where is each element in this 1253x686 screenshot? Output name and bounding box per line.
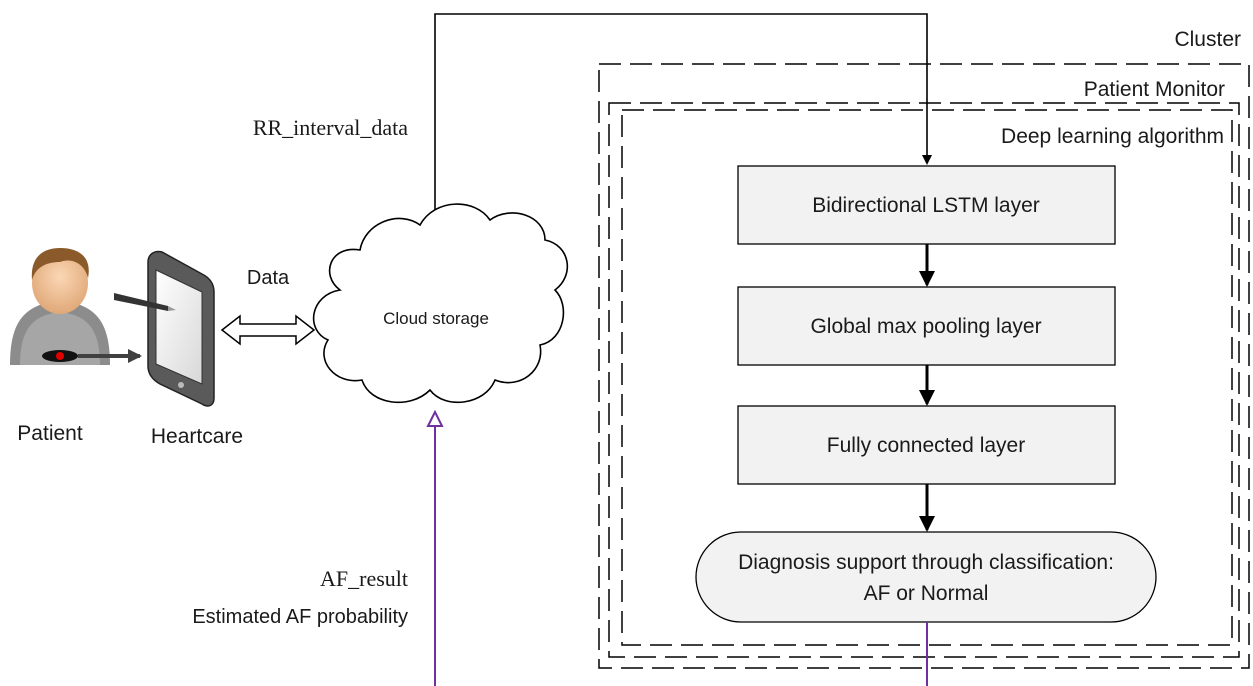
pooling-layer: Global max pooling layer <box>737 286 1116 366</box>
diagnosis-output: Diagnosis support through classification… <box>695 531 1157 623</box>
lstm-layer: Bidirectional LSTM layer <box>737 165 1116 245</box>
cloud-label: Cloud storage <box>383 309 489 328</box>
heartcare-label: Heartcare <box>151 425 243 448</box>
rr-interval-label: RR_interval_data <box>253 115 408 140</box>
patient-monitor-label: Patient Monitor <box>1084 78 1225 101</box>
data-exchange-arrow <box>220 314 316 346</box>
diagnosis-line-2: AF or Normal <box>864 582 989 605</box>
tablet-device-icon <box>114 250 215 407</box>
deep-learning-box <box>621 109 1233 646</box>
pooling-layer-label: Global max pooling layer <box>810 315 1041 338</box>
patient-label: Patient <box>17 422 83 445</box>
af-result-label: AF_result <box>320 566 408 591</box>
diagnosis-line-1: Diagnosis support through classification… <box>738 551 1114 574</box>
cluster-label: Cluster <box>1174 28 1241 51</box>
dense-layer: Fully connected layer <box>737 405 1116 485</box>
data-label: Data <box>247 267 290 289</box>
patient-monitor-box <box>608 102 1240 658</box>
deep-learning-label: Deep learning algorithm <box>1001 125 1224 148</box>
rr-interval-connector <box>434 13 932 238</box>
cloud-icon <box>312 203 569 404</box>
patient-avatar-icon <box>10 248 110 365</box>
result-arrowhead <box>426 409 444 427</box>
cluster-box <box>598 63 1250 669</box>
lstm-layer-label: Bidirectional LSTM layer <box>812 194 1040 217</box>
dense-layer-label: Fully connected layer <box>827 434 1025 457</box>
af-probability-label: Estimated AF probability <box>192 606 408 628</box>
